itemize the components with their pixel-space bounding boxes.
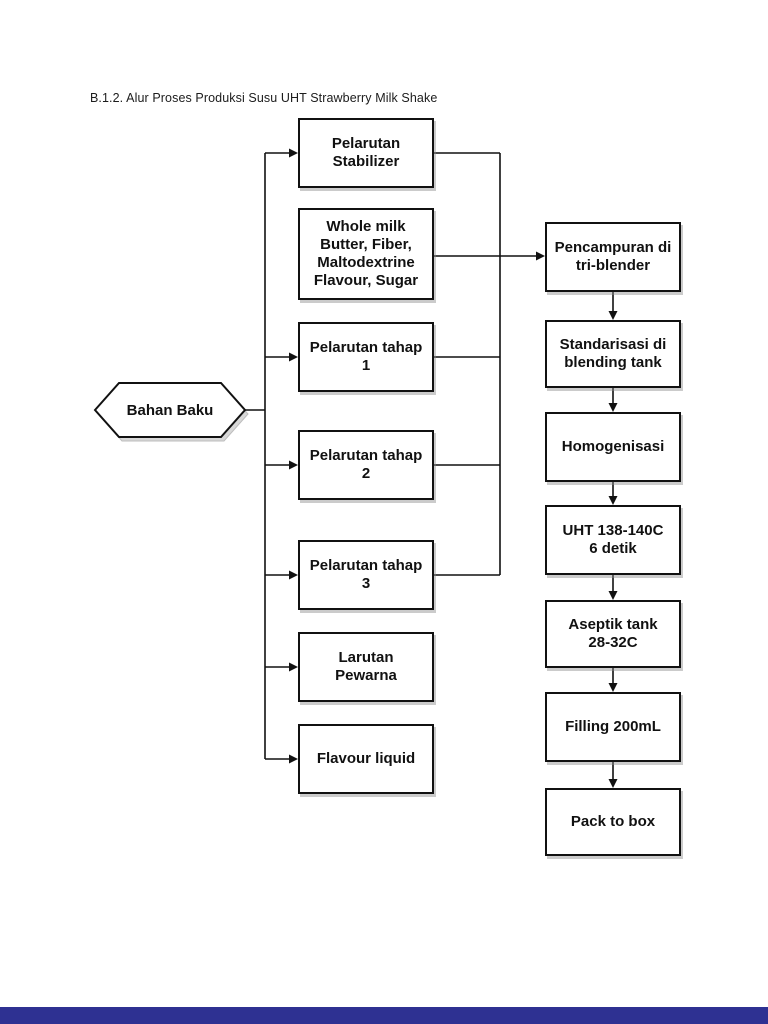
footer-bar [0,1007,768,1024]
node-flavour-liquid: Flavour liquid [298,724,434,794]
node-larutan-pewarna: Larutan Pewarna [298,632,434,702]
node-pelarutan-tahap-2: Pelarutan tahap 2 [298,430,434,500]
node-uht-138-140c: UHT 138-140C 6 detik [545,505,681,575]
node-pelarutan-tahap-1: Pelarutan tahap 1 [298,322,434,392]
node-pelarutan-tahap-3: Pelarutan tahap 3 [298,540,434,610]
node-standarisasi-blending-tank: Standarisasi di blending tank [545,320,681,388]
node-ingredients-whole-milk: Whole milk Butter, Fiber, Maltodextrine … [298,208,434,300]
node-bahan-baku: Bahan Baku [126,401,214,419]
node-homogenisasi: Homogenisasi [545,412,681,482]
diagram-title: B.1.2. Alur Proses Produksi Susu UHT Str… [90,91,438,105]
node-filling-200ml: Filling 200mL [545,692,681,762]
node-pelarutan-stabilizer: Pelarutan Stabilizer [298,118,434,188]
node-pack-to-box: Pack to box [545,788,681,856]
node-aseptik-tank: Aseptik tank 28-32C [545,600,681,668]
node-pencampuran-tri-blender: Pencampuran di tri-blender [545,222,681,292]
